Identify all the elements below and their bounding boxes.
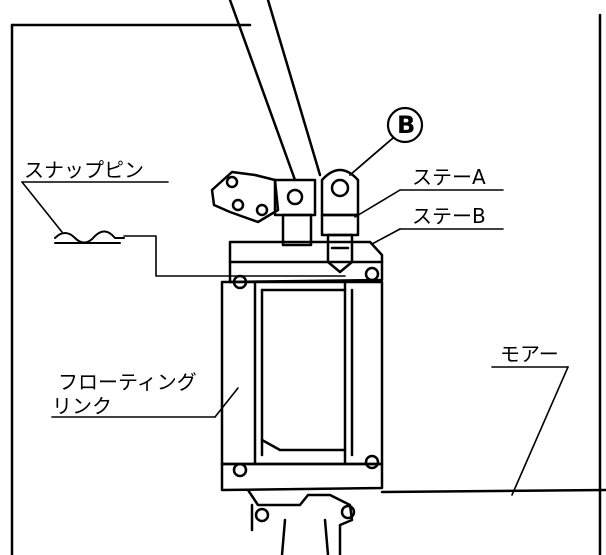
stay-a-label: ステーA bbox=[412, 165, 486, 189]
stay-a-pin bbox=[326, 233, 354, 274]
pivot-block bbox=[273, 178, 317, 217]
stay-b-label: ステーB bbox=[412, 204, 486, 228]
upper-arm bbox=[228, 0, 322, 182]
mower-deck-line bbox=[380, 488, 606, 494]
bracket-plate bbox=[210, 170, 280, 224]
mower-label: モアー bbox=[500, 342, 559, 366]
snap-pin-label: スナップピン bbox=[24, 158, 144, 182]
lower-bracket bbox=[246, 488, 354, 555]
stay-a-eye bbox=[320, 168, 360, 217]
floating-link-label-line2: リンク bbox=[52, 394, 112, 418]
floating-link-frame bbox=[220, 280, 384, 466]
link-bottom-bar bbox=[220, 462, 384, 492]
callout-b-circle bbox=[386, 106, 424, 144]
stay-a-bolt bbox=[320, 213, 360, 237]
callout-b-label: B bbox=[397, 111, 416, 139]
floating-link-label-line1: フローティング bbox=[58, 370, 197, 394]
pivot-collar bbox=[281, 213, 313, 247]
snap-pin-symbol bbox=[54, 230, 125, 244]
lower-shaft bbox=[280, 518, 287, 555]
leader-lines bbox=[21, 181, 569, 496]
